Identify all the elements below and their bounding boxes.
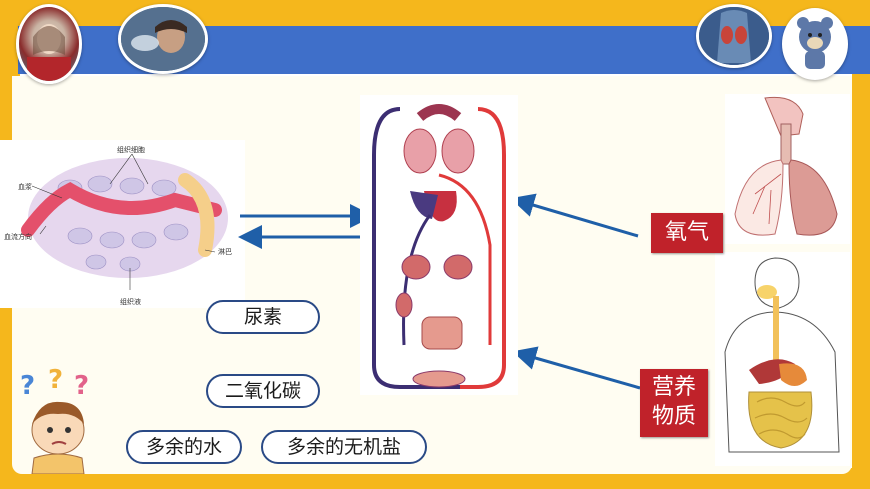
arrow-oxygen-in <box>510 193 639 238</box>
carbon-dioxide-pill: 二氧化碳 <box>206 374 320 408</box>
tissue-exchange-diagram: 组织细胞 血浆 血流方向 淋巴 组织液 <box>0 140 245 308</box>
digestive-system-illustration <box>715 252 850 466</box>
girl-in-cold-photo <box>16 4 82 84</box>
thinking-boy-illustration: ? ? ? <box>10 365 102 475</box>
lymph-label: 淋巴 <box>218 248 232 256</box>
cartoon-bear-avatar <box>782 8 848 80</box>
tissue-exchange-illustration <box>21 153 228 290</box>
oxygen-label: 氧气 <box>651 213 723 253</box>
circulation-system-diagram <box>360 95 518 395</box>
urea-pill: 尿素 <box>206 300 320 334</box>
question-mark-blue-icon: ? <box>20 371 35 401</box>
tissue-cells-label: 组织细胞 <box>117 146 145 154</box>
internal-organs-photo <box>696 4 772 68</box>
question-mark-pink-icon: ? <box>74 371 89 401</box>
plasma-label: 血浆 <box>18 183 32 191</box>
question-mark-yellow-icon: ? <box>48 366 63 395</box>
tissue-fluid-label: 组织液 <box>120 298 141 306</box>
oxygen-text: 氧气 <box>664 220 709 245</box>
nutrients-label: 营养 物质 <box>640 369 708 437</box>
nutrients-text-line2: 物质 <box>651 404 696 429</box>
excess-salts-pill: 多余的无机盐 <box>261 430 427 464</box>
boy-breathing-photo <box>118 4 208 74</box>
lungs-illustration <box>725 94 850 244</box>
right-frame <box>852 0 870 489</box>
flow-direction-label: 血流方向 <box>4 233 32 241</box>
arrow-nutrients-in <box>512 346 641 390</box>
nutrients-text-line1: 营养 <box>651 375 696 400</box>
excess-water-pill: 多余的水 <box>126 430 242 464</box>
